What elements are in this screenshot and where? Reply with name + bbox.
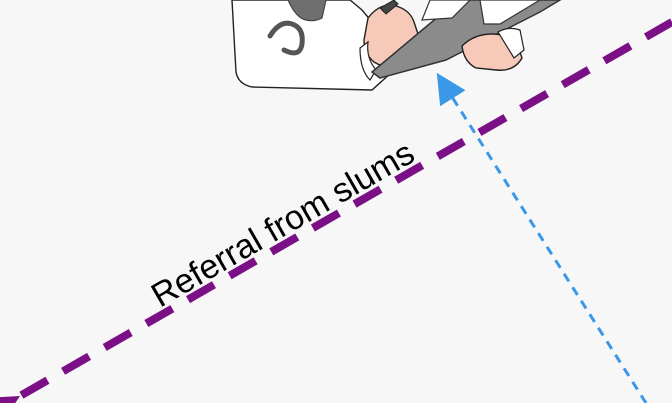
referral-label: Referral from slums [145, 134, 421, 315]
secondary-arrow [440, 78, 646, 403]
doctor-with-clipboard-icon [232, 0, 560, 90]
